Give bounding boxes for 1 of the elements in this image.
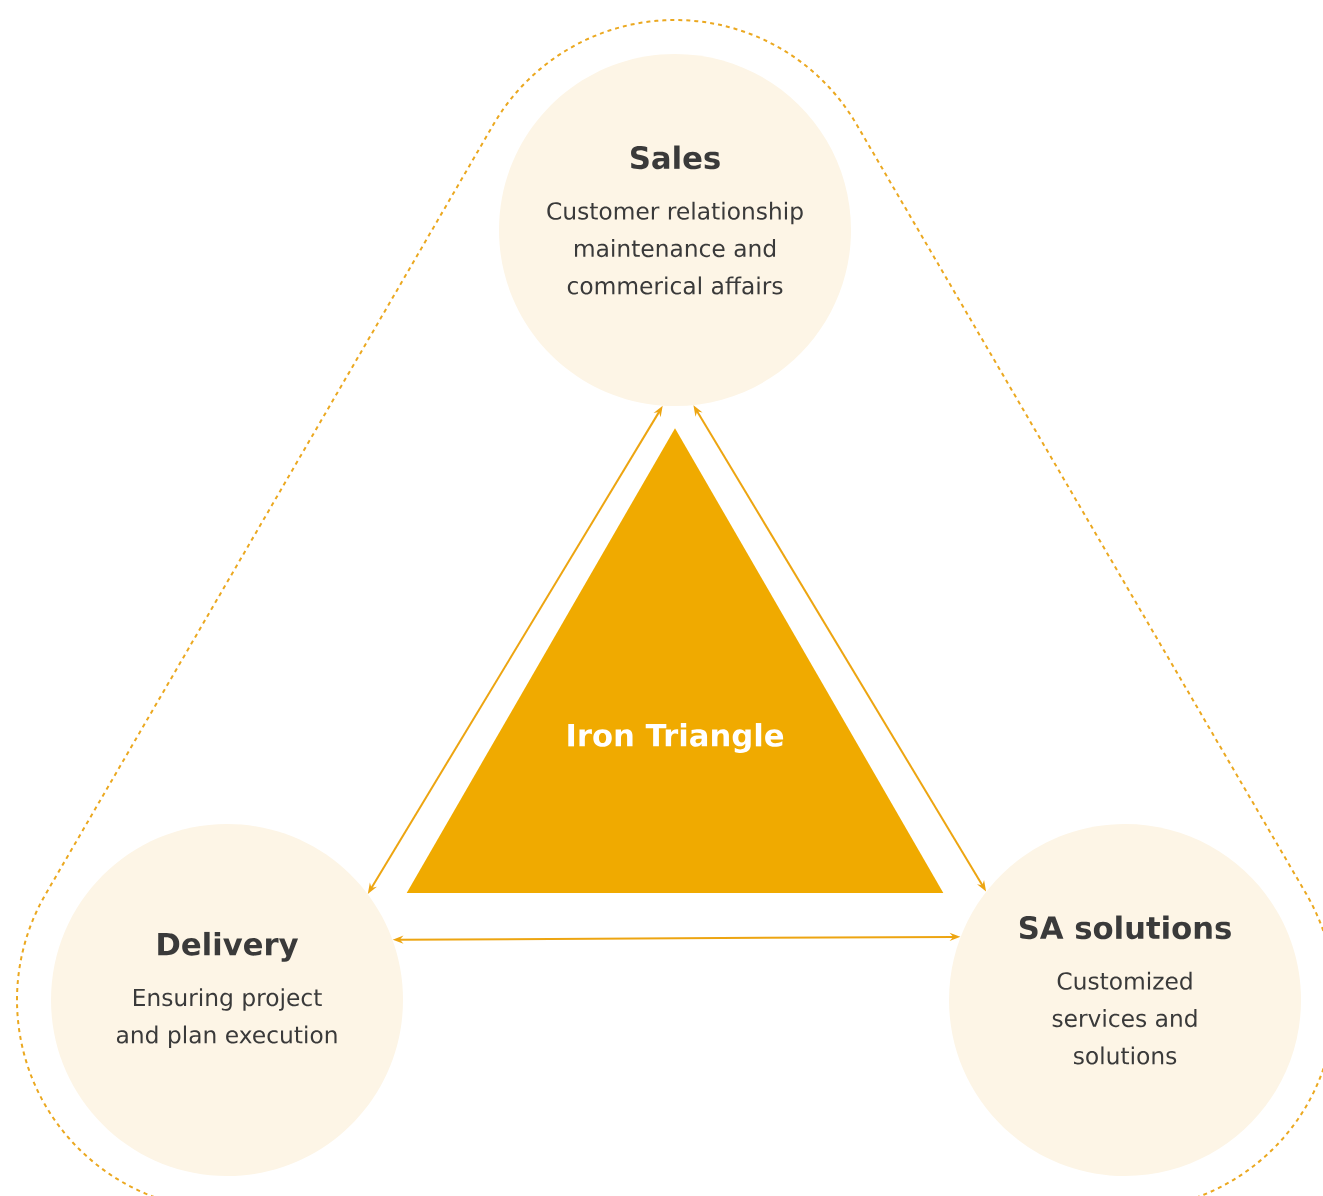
triangle: Iron Triangle xyxy=(406,428,944,893)
